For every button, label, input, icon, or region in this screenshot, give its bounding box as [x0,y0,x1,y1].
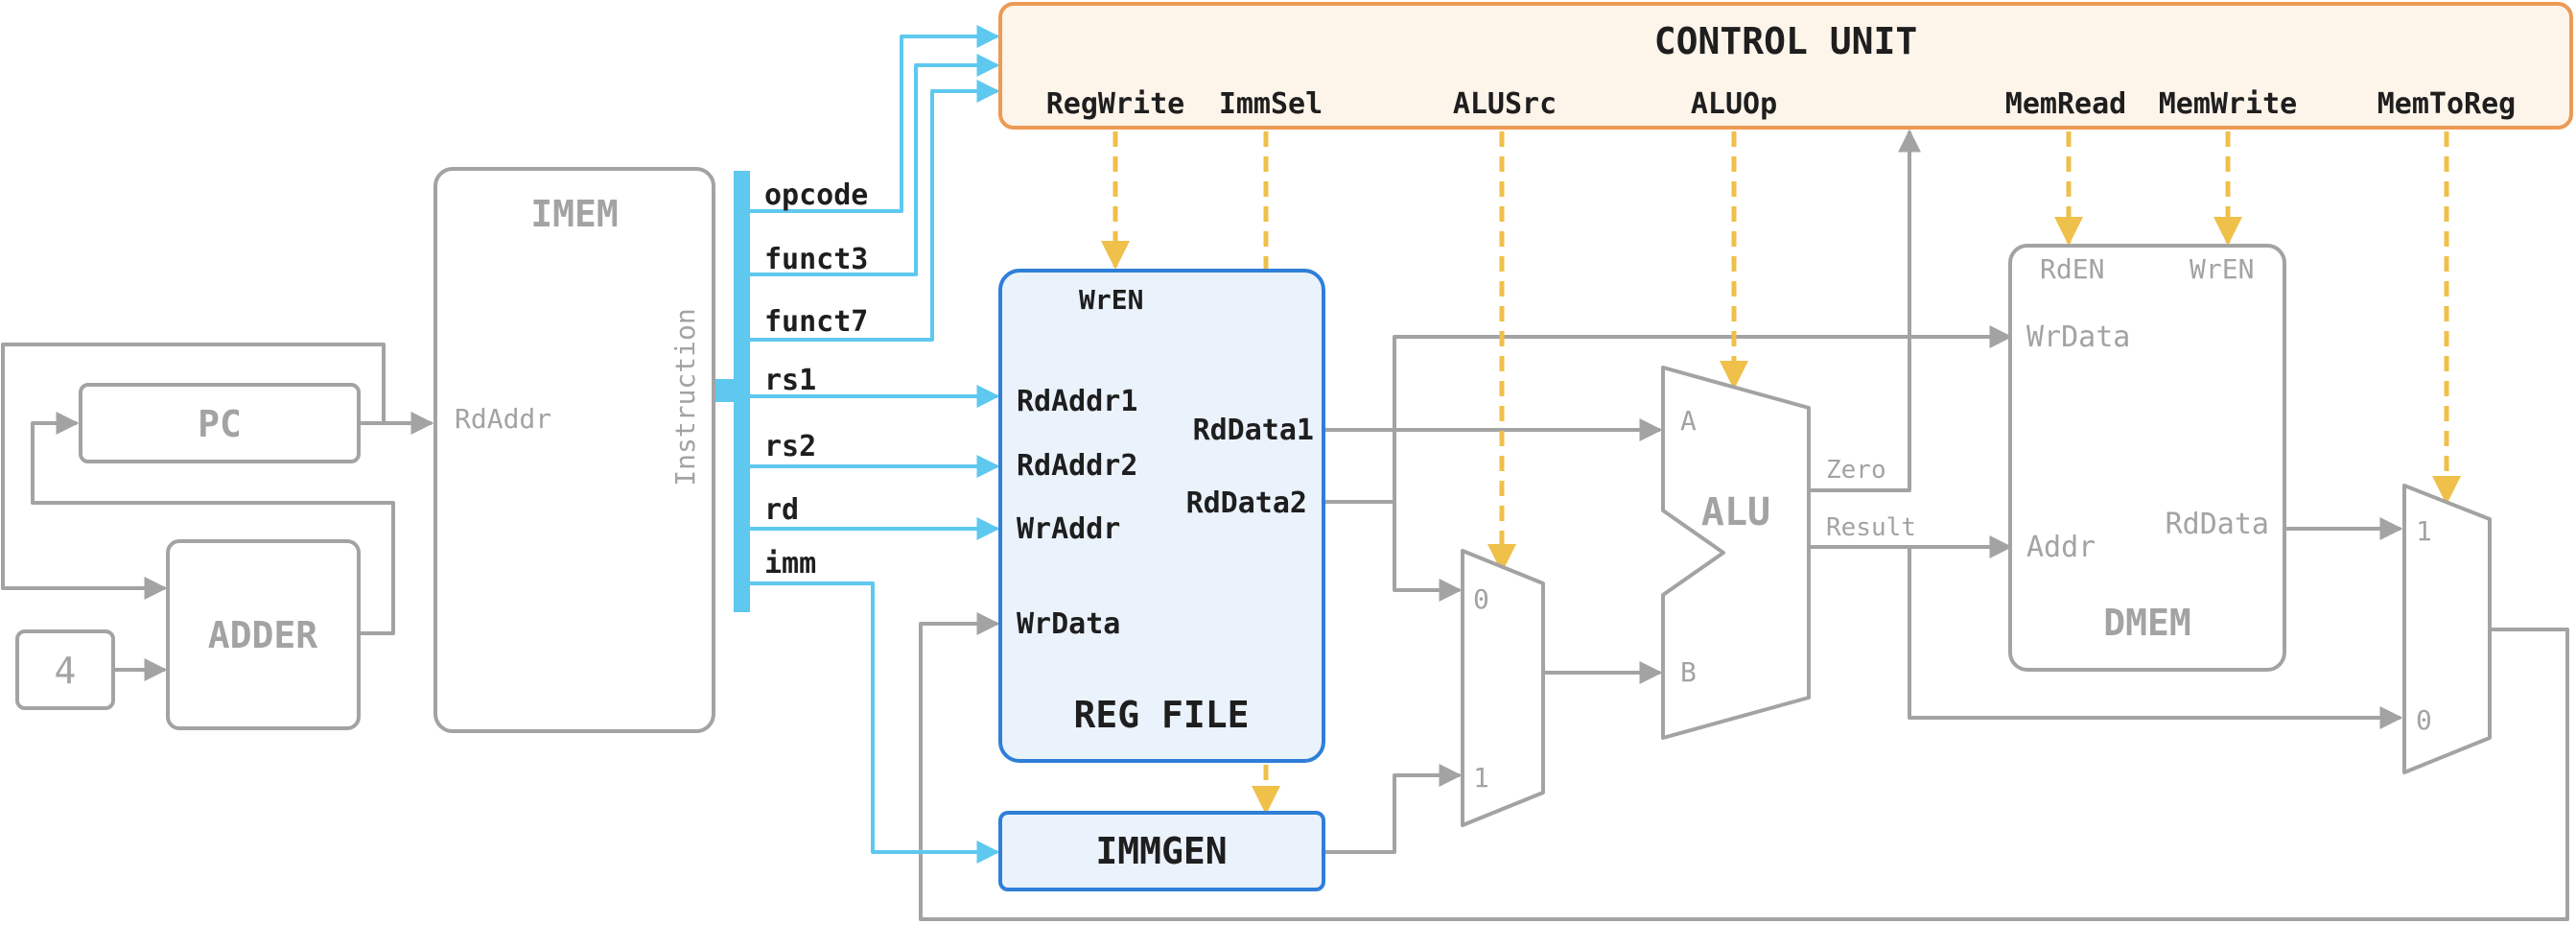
wire-adder-to-pc [31,412,395,635]
alu-result-label: Result [1826,513,1916,542]
dmem-title: DMEM [2103,602,2191,644]
alu-port-b: B [1680,656,1697,688]
constant-four-box [15,629,115,710]
immgen-box [998,811,1325,891]
wire-rddata2-to-mux [1324,500,1463,602]
signal-regwrite: RegWrite [1046,87,1185,121]
reg-file-wren: WrEN [1079,284,1143,316]
signal-memread: MemRead [2005,87,2126,121]
dmem-wren: WrEN [2190,253,2254,285]
memtoreg-mux-shape [2402,484,2492,774]
field-imm: imm [764,547,816,581]
dmem-box [2008,244,2286,672]
wire-writeback [919,612,2569,921]
wire-imm-to-immgen [743,581,1000,864]
alu-zero-label: Zero [1826,456,1886,485]
reg-file-rdaddr2: RdAddr2 [1017,449,1137,483]
imem-block: IMEM RdAddr Instruction [433,167,715,733]
field-rs2: rs2 [764,430,816,463]
signal-memtoreg: MemToReg [2377,87,2517,121]
dmem-block: RdEN WrEN WrData Addr RdData DMEM [2008,244,2286,672]
control-unit-title: CONTROL UNIT [1654,20,1918,62]
reg-file-wrdata: WrData [1017,607,1120,641]
wire-alu-zero-to-control [1810,129,1921,492]
imem-box [433,167,715,733]
memtoreg-mux-in0: 0 [2416,704,2432,736]
reg-file-rdaddr1: RdAddr1 [1017,385,1137,418]
reg-file-rddata1: RdData1 [1193,414,1314,447]
wire-immgen-to-mux [1324,764,1463,854]
reg-file-block: WrEN RdAddr1 RdAddr2 WrAddr WrData RdDat… [998,269,1325,763]
control-wires [1101,131,2461,815]
alusrc-mux: 0 1 [1461,549,1545,827]
dmem-rddata: RdData [2166,508,2269,541]
alu-port-a: A [1680,405,1697,437]
instruction-bus-stub [712,379,740,402]
dmem-addr: Addr [2026,531,2096,564]
instruction-bus-bar [734,171,750,612]
imem-rdaddr-label: RdAddr [455,403,551,435]
immgen-title: IMMGEN [1095,830,1227,872]
wire-funct7-to-control [743,80,1000,342]
gray-wires [1,129,2569,921]
reg-file-rddata2: RdData2 [1186,486,1307,520]
alu-title: ALU [1701,490,1770,534]
signal-memwrite: MemWrite [2159,87,2298,121]
field-funct7: funct7 [764,305,868,339]
imem-instruction-label: Instruction [669,308,701,486]
wire-opcode-to-control [743,25,1000,213]
control-unit-box [998,2,2573,130]
control-unit: CONTROL UNIT RegWrite ImmSel ALUSrc ALUO… [998,2,2573,130]
instruction-bus [712,171,750,612]
wire-alu-result-to-wbmux [1908,547,2403,729]
alusrc-mux-in1: 1 [1473,762,1489,794]
signal-aluop: ALUOp [1691,87,1777,121]
pc-label: PC [198,403,242,445]
field-funct3: funct3 [764,243,868,276]
memtoreg-mux-in1: 1 [2416,515,2432,547]
reg-file-title: REG FILE [1073,694,1249,736]
adder-block: ADDER [166,539,361,730]
field-rs1: rs1 [764,364,816,397]
alu-block: ALU A B Zero Result [1661,366,1916,740]
constant-four-label: 4 [55,650,77,692]
reg-file-box [998,269,1325,763]
dmem-wrdata: WrData [2026,320,2130,354]
adder-label: ADDER [208,614,318,656]
adder-box [166,539,361,730]
cyan-wires [743,25,1000,864]
field-opcode: opcode [764,178,868,212]
alusrc-mux-in0: 0 [1473,583,1489,615]
signal-alusrc: ALUSrc [1453,87,1557,121]
instruction-field-labels: opcode funct3 funct7 rs1 rs2 rd imm [764,178,868,581]
reg-file-wraddr: WrAddr [1017,512,1120,546]
signal-immsel: ImmSel [1219,87,1323,121]
field-rd: rd [764,493,799,527]
immgen-block: IMMGEN [998,811,1325,891]
alu-shape [1661,366,1811,740]
imem-title: IMEM [530,193,619,235]
dmem-rden: RdEN [2040,253,2104,285]
wire-pc-to-adder [1,343,386,600]
pc-box [79,383,361,463]
pc-block: PC [79,383,361,463]
alusrc-mux-shape [1461,549,1545,827]
memtoreg-mux: 1 0 [2402,484,2492,774]
wire-rddata2-to-dmem-wrdata [1393,325,2013,502]
constant-four-block: 4 [15,629,115,710]
wire-funct3-to-control [743,54,1000,276]
